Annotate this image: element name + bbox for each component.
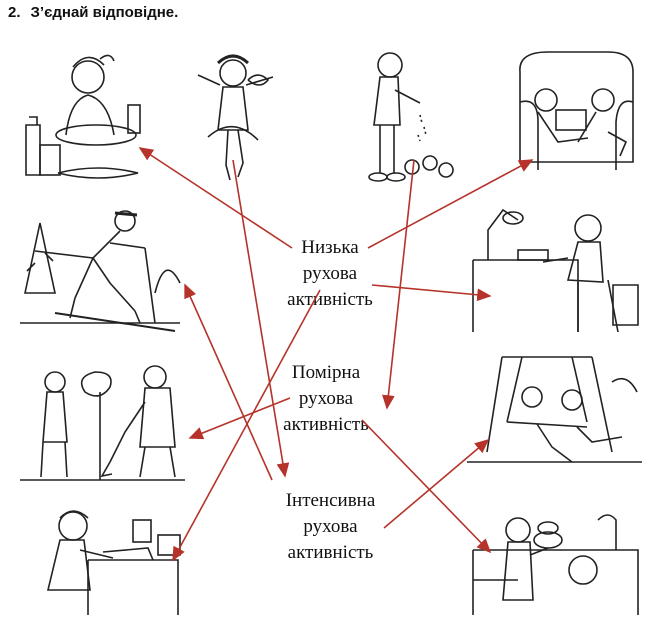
arrow-moderate-to-dishes: [361, 419, 492, 554]
task-heading: 2. З’єднай відповідне.: [8, 4, 178, 21]
category-moderate-line-3: активність: [283, 414, 369, 435]
category-low-line-1: Низька: [301, 237, 359, 258]
arrow-moderate-to-gardening: [188, 397, 291, 440]
arrow-low-to-studying: [371, 284, 492, 302]
girl-feeding-chicks-icon: [368, 52, 454, 182]
arrow-low-to-drawing: [172, 289, 321, 562]
category-low-line-3: активність: [287, 289, 373, 310]
category-low-line-2: рухова: [302, 263, 358, 284]
category-low-activity: Низька рухова активність: [270, 235, 390, 313]
category-moderate-line-2: рухова: [298, 388, 354, 409]
girl-eating-icon: [25, 54, 141, 179]
arrow-low-to-reading: [367, 159, 534, 249]
boy-washing-dishes-icon: [472, 514, 639, 615]
boys-reading-sofa-icon: [519, 51, 634, 170]
category-intense-line-2: рухова: [303, 516, 358, 537]
kids-swinging-icon: [467, 356, 642, 463]
arrow-intense-to-skiing: [184, 283, 273, 481]
category-intense-line-3: активність: [287, 542, 374, 563]
arrow-feeding-to-moderate: [382, 159, 415, 410]
category-intense-line-1: Інтенсивна: [285, 490, 376, 511]
arrow-intense-to-swinging: [383, 438, 490, 529]
category-intense-activity: Інтенсивна рухова активність: [263, 488, 398, 566]
boy-studying-desk-icon: [472, 208, 639, 333]
task-title: З’єднай відповідне.: [30, 4, 179, 21]
gardening-icon: [20, 365, 185, 481]
skier-icon: [20, 210, 181, 332]
category-moderate-line-1: Помірна: [291, 362, 361, 383]
task-number: 2.: [8, 4, 21, 21]
girl-dancing-icon: [197, 54, 274, 181]
category-moderate-activity: Помірна рухова активність: [266, 360, 386, 438]
arrow-dancing-to-intense: [232, 159, 290, 478]
arrow-low-to-eating: [138, 147, 293, 249]
